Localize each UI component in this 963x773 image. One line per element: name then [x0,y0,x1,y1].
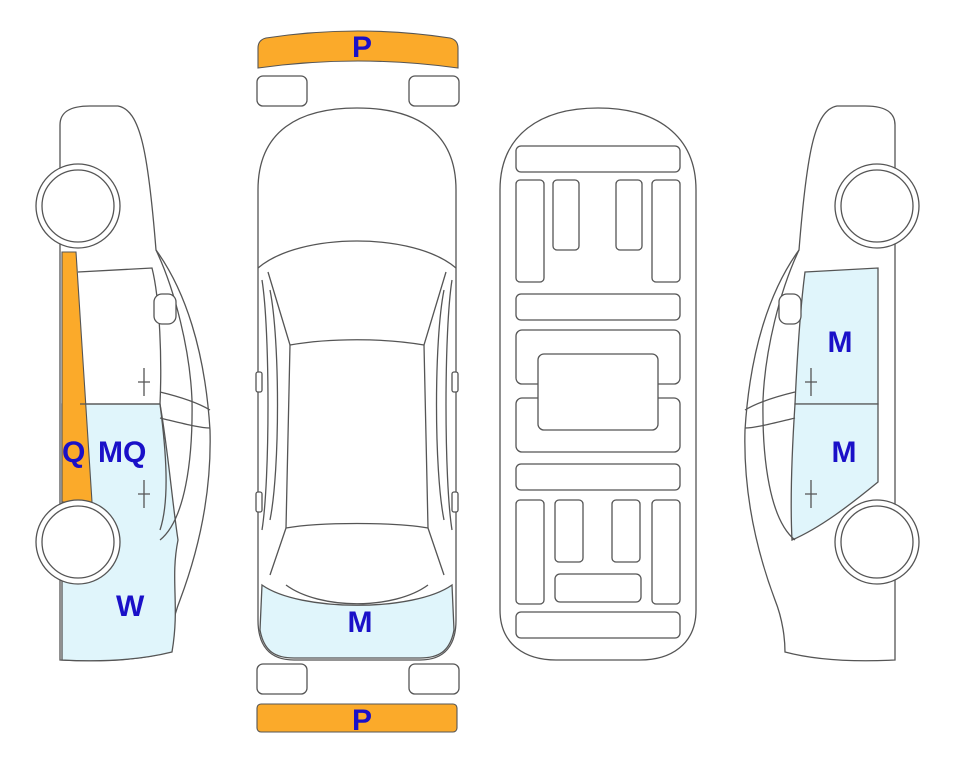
top-rear-panel[interactable] [259,583,455,659]
left-side-door-label: MQ [98,436,146,469]
car-underbody-view [499,107,697,661]
front-bumper[interactable]: P [257,30,459,69]
left-side-door-panel[interactable] [61,403,179,662]
rear-lights [256,663,460,695]
rear-bumper[interactable]: P [256,703,458,737]
car-left-side-view: Q MQ W [35,105,211,662]
left-side-quarter-label: W [116,590,145,623]
front-lights [256,75,460,107]
car-top-view: M [255,107,459,661]
top-rear-panel-label: M [348,606,373,639]
car-right-side-view: M M [744,105,920,662]
left-side-pillar-label: Q [62,436,85,469]
front-bumper-label: P [352,31,372,64]
rear-bumper-label: P [352,704,372,737]
right-side-door-lower-label: M [832,436,857,469]
right-side-door-upper-label: M [828,326,853,359]
right-side-door-lower[interactable] [790,403,879,541]
